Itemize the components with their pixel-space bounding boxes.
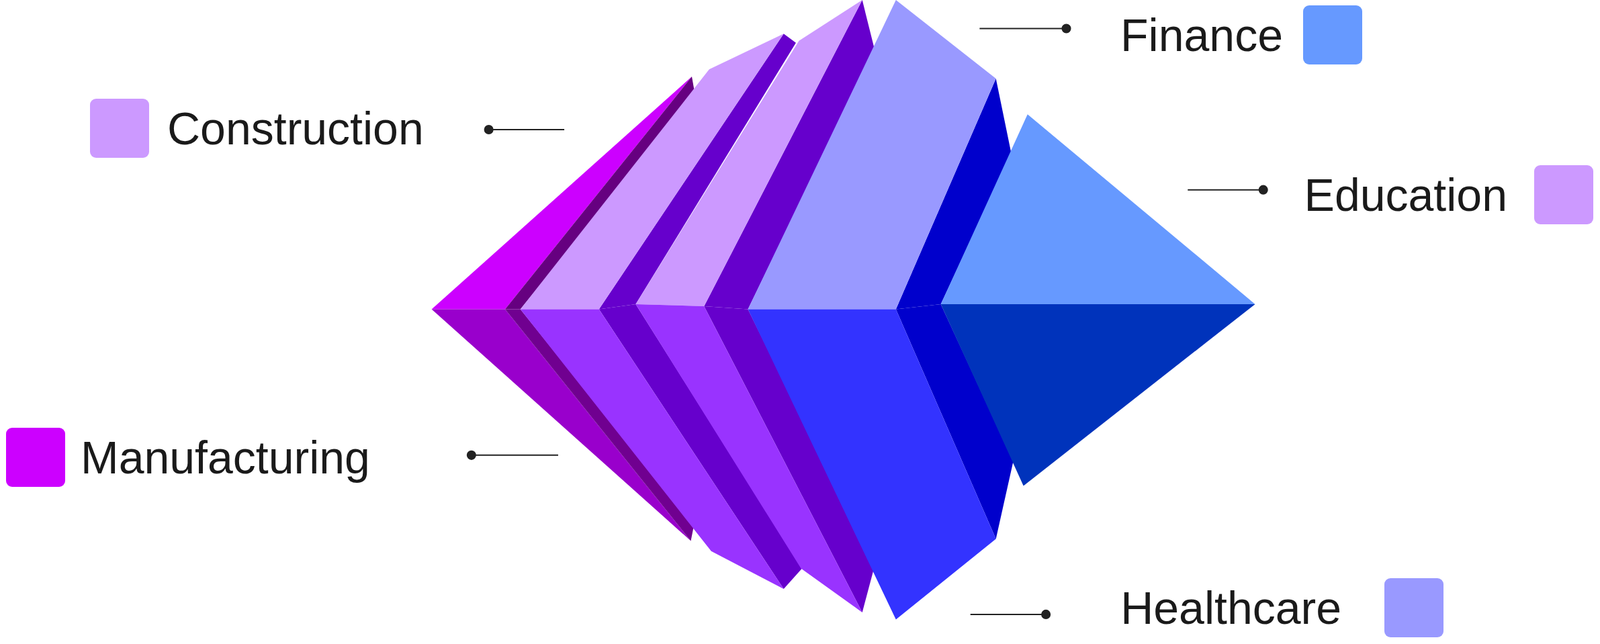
legend-swatch bbox=[90, 98, 150, 158]
legend-label: Finance bbox=[1120, 10, 1283, 61]
leader-lines bbox=[467, 24, 1268, 619]
leader-line bbox=[970, 613, 1046, 616]
legend-label: Construction bbox=[167, 103, 424, 154]
leader-dot bbox=[1041, 610, 1050, 619]
leader-line bbox=[471, 454, 559, 457]
leader-dot bbox=[467, 451, 476, 460]
legend-label: Healthcare bbox=[1120, 583, 1342, 634]
legend-swatch bbox=[1534, 165, 1594, 225]
legend-item: Construction bbox=[90, 98, 424, 158]
leader-line bbox=[1187, 189, 1263, 191]
legend-item: Healthcare bbox=[1120, 578, 1444, 638]
legend-label: Manufacturing bbox=[80, 432, 371, 483]
leader-dot bbox=[1061, 24, 1071, 33]
slab-face bbox=[941, 304, 1256, 487]
legend-swatch bbox=[1303, 5, 1363, 65]
leader-line bbox=[489, 128, 565, 131]
leader-dot bbox=[484, 125, 494, 134]
slab-face bbox=[748, 0, 997, 310]
legend-item: Manufacturing bbox=[6, 427, 371, 487]
legend-item: Education bbox=[1304, 165, 1594, 225]
diamond-slabs bbox=[431, 0, 1256, 620]
legend-label: Education bbox=[1304, 169, 1508, 221]
legend-swatch bbox=[6, 427, 66, 487]
slab-face bbox=[941, 114, 1256, 305]
leader-dot bbox=[1259, 186, 1268, 195]
slab-face bbox=[748, 309, 997, 620]
leader-line bbox=[979, 28, 1066, 30]
legend-swatch bbox=[1384, 578, 1444, 638]
legend-item: Finance bbox=[1120, 5, 1363, 65]
